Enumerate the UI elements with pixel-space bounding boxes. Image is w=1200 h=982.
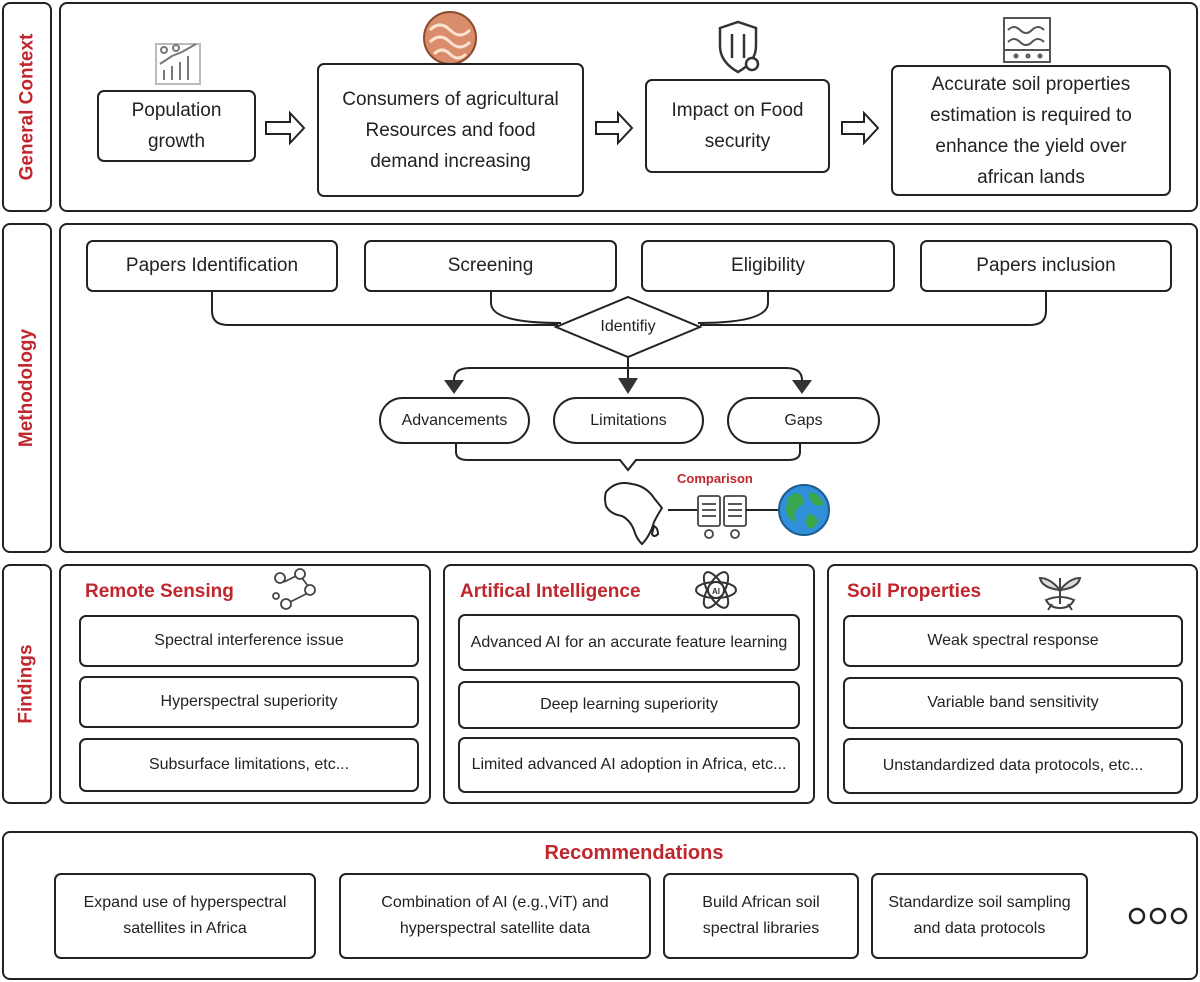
methodology-label-panel: Methodology (2, 223, 52, 553)
recommendation-item: Standardize soil sampling and data proto… (871, 873, 1088, 959)
flow-arrow-2 (595, 110, 634, 146)
outcome-label: Limitations (590, 411, 667, 429)
more-dots-icon (1128, 907, 1188, 925)
flow-arrow-1 (265, 110, 306, 146)
stage-eligibility: Eligibility (641, 240, 895, 292)
recommendation-item: Build African soil spectral libraries (663, 873, 859, 959)
general-context-label-panel: General Context (2, 2, 52, 212)
stage-label: Eligibility (731, 255, 805, 276)
context-step-label: Consumers of agricultural Resources and … (342, 88, 559, 172)
soil-properties-title: Soil Properties (847, 581, 982, 602)
stage-papers-inclusion: Papers inclusion (920, 240, 1172, 292)
soil-sprout-icon (1038, 576, 1082, 611)
outcomes-brace (455, 444, 801, 472)
ai-item: Advanced AI for an accurate feature lear… (458, 614, 800, 671)
soil-item: Variable band sensitivity (843, 677, 1183, 729)
stage-label: Papers inclusion (976, 255, 1116, 276)
outcome-label: Advancements (401, 411, 508, 429)
outcome-label: Gaps (784, 411, 823, 429)
recommendations-title: Recommendations (544, 842, 724, 864)
methodology-connectors (211, 291, 1047, 382)
finding-label: Subsurface limitations, etc... (148, 756, 350, 773)
remote-sensing-title: Remote Sensing (85, 581, 234, 602)
satellite-icon (272, 568, 316, 610)
recommendation-label: Build African soil spectral libraries (702, 894, 820, 937)
identify-label: Identifiy (600, 318, 656, 335)
soil-item: Weak spectral response (843, 615, 1183, 667)
comparison-label: Comparison (677, 471, 753, 486)
context-step-soil-estimation: Accurate soil properties estimation is r… (891, 65, 1171, 196)
ai-item: Deep learning superiority (458, 681, 800, 729)
recommendation-item: Expand use of hyperspectral satellites i… (54, 873, 316, 959)
finding-label: Weak spectral response (927, 632, 1099, 649)
context-step-food-security: Impact on Food security (645, 79, 830, 173)
context-step-label: Accurate soil properties estimation is r… (930, 73, 1132, 188)
food-security-shield-icon (718, 20, 760, 74)
ai-atom-icon (695, 571, 737, 609)
outcome-gaps: Gaps (727, 397, 880, 444)
documents-icon (697, 495, 747, 539)
stage-label: Papers Identification (125, 255, 299, 276)
remote-sensing-item: Hyperspectral superiority (79, 676, 419, 728)
ai-item: Limited advanced AI adoption in Africa, … (458, 737, 800, 793)
finding-label: Limited advanced AI adoption in Africa, … (471, 756, 787, 773)
finding-label: Unstandardized data protocols, etc... (882, 757, 1144, 774)
outcome-advancements: Advancements (379, 397, 530, 444)
outcome-limitations: Limitations (553, 397, 704, 444)
recommendation-label: Expand use of hyperspectral satellites i… (83, 894, 287, 937)
svg-text:AI: AI (712, 587, 720, 596)
context-step-population: Population growth (97, 90, 256, 162)
remote-sensing-item: Spectral interference issue (79, 615, 419, 667)
context-step-label: Population growth (131, 100, 222, 152)
context-step-consumers: Consumers of agricultural Resources and … (317, 63, 584, 197)
finding-label: Variable band sensitivity (927, 694, 1099, 711)
remote-sensing-item: Subsurface limitations, etc... (79, 738, 419, 792)
finding-label: Deep learning superiority (540, 696, 718, 713)
methodology-arrowheads (444, 378, 812, 394)
finding-label: Spectral interference issue (154, 632, 344, 649)
finding-label: Advanced AI for an accurate feature lear… (470, 633, 788, 651)
recommendation-label: Combination of AI (e.g.,ViT) and hypersp… (381, 894, 609, 937)
soil-layers-icon (1003, 17, 1051, 63)
recommendation-item: Combination of AI (e.g.,ViT) and hypersp… (339, 873, 651, 959)
findings-label-panel: Findings (2, 564, 52, 804)
flow-arrow-3 (841, 110, 880, 146)
identify-diamond (553, 295, 703, 359)
food-bowl-icon (423, 11, 477, 65)
stage-label: Screening (447, 255, 534, 276)
context-step-label: Impact on Food security (671, 100, 804, 152)
stage-screening: Screening (364, 240, 617, 292)
finding-label: Hyperspectral superiority (160, 693, 338, 710)
africa-map-icon (604, 482, 664, 546)
growth-chart-icon (155, 43, 201, 85)
soil-item: Unstandardized data protocols, etc... (843, 738, 1183, 794)
globe-icon (778, 484, 830, 536)
ai-title: Artifical Intelligence (460, 581, 641, 602)
stage-papers-identification: Papers Identification (86, 240, 338, 292)
recommendation-label: Standardize soil sampling and data proto… (888, 894, 1071, 937)
